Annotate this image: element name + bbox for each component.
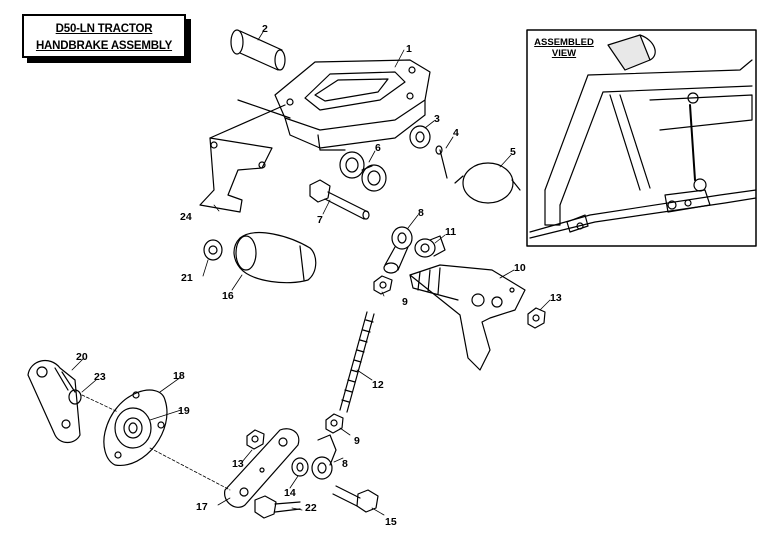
- callout-part-16: 16: [222, 290, 234, 302]
- assembled-view-label: ASSEMBLED VIEW: [528, 37, 600, 59]
- callout-part-5: 5: [510, 146, 516, 158]
- part-10-lever: [409, 264, 526, 371]
- part-19-bearing: [114, 407, 152, 449]
- callout-part-13-left: 13: [232, 458, 244, 470]
- callout-part-18: 18: [173, 370, 185, 382]
- assembled-view-inset: [526, 29, 757, 247]
- part-13-nut-left: [246, 429, 265, 450]
- callout-part-8-lower: 8: [342, 458, 348, 470]
- callout-part-22: 22: [305, 502, 317, 514]
- part-7-bolt: [309, 179, 370, 220]
- callout-part-9-lower: 9: [354, 435, 360, 447]
- callout-part-23: 23: [94, 371, 106, 383]
- callout-part-8-upper: 8: [418, 207, 424, 219]
- part-5-spring-clip: [454, 162, 521, 204]
- callout-part-6: 6: [375, 142, 381, 154]
- inset-label-line-1: ASSEMBLED: [534, 37, 594, 48]
- callout-part-3: 3: [434, 113, 440, 125]
- part-1-housing: [274, 59, 431, 151]
- callout-part-20: 20: [76, 351, 88, 363]
- callout-part-21: 21: [181, 272, 193, 284]
- part-8-rod-end-upper: [383, 226, 413, 274]
- callout-part-2: 2: [262, 23, 268, 35]
- callout-part-12: 12: [372, 379, 384, 391]
- callout-part-4: 4: [453, 127, 459, 139]
- part-11-spacer: [414, 235, 446, 258]
- part-9-nut-upper: [373, 275, 393, 295]
- part-22-bolt: [254, 495, 301, 519]
- part-20-pivot-plate: [27, 359, 81, 444]
- callout-part-11: 11: [445, 226, 457, 238]
- part-12-threaded-rod: [339, 311, 375, 413]
- callout-part-13-right: 13: [550, 292, 562, 304]
- callout-part-9-upper: 9: [402, 296, 408, 308]
- part-15-bolt: [332, 485, 379, 513]
- part-13-nut-right: [527, 307, 546, 329]
- inset-label-line-2: VIEW: [551, 48, 577, 59]
- callout-part-10: 10: [514, 262, 526, 274]
- callout-part-24: 24: [180, 211, 192, 223]
- part-9-nut-lower: [325, 413, 344, 434]
- part-2-pin: [230, 29, 286, 71]
- title-line-1: D50-LN TRACTOR: [55, 23, 153, 35]
- callout-part-14: 14: [284, 487, 296, 499]
- part-6-bushings: [339, 151, 387, 192]
- part-24-bracket: [199, 99, 291, 213]
- part-4-cotter-pin: [435, 145, 448, 179]
- diagram-title-box: D50-LN TRACTOR HANDBRAKE ASSEMBLY: [22, 14, 186, 58]
- callout-part-15: 15: [385, 516, 397, 528]
- callout-part-19: 19: [178, 405, 190, 417]
- part-3-washer: [409, 125, 431, 149]
- part-8-rod-end-lower: [311, 434, 337, 480]
- part-14-washer: [291, 457, 309, 477]
- title-line-2: HANDBRAKE ASSEMBLY: [35, 40, 173, 52]
- callout-part-17: 17: [196, 501, 208, 513]
- part-21-button: [203, 239, 223, 261]
- callout-part-7: 7: [317, 214, 323, 226]
- callout-part-1: 1: [406, 43, 412, 55]
- part-18-flange: [103, 389, 168, 466]
- leader-lines: [71, 31, 551, 516]
- part-16-handle-grip: [233, 231, 317, 284]
- part-23-washer: [68, 389, 82, 405]
- part-17-link-plate: [224, 428, 300, 508]
